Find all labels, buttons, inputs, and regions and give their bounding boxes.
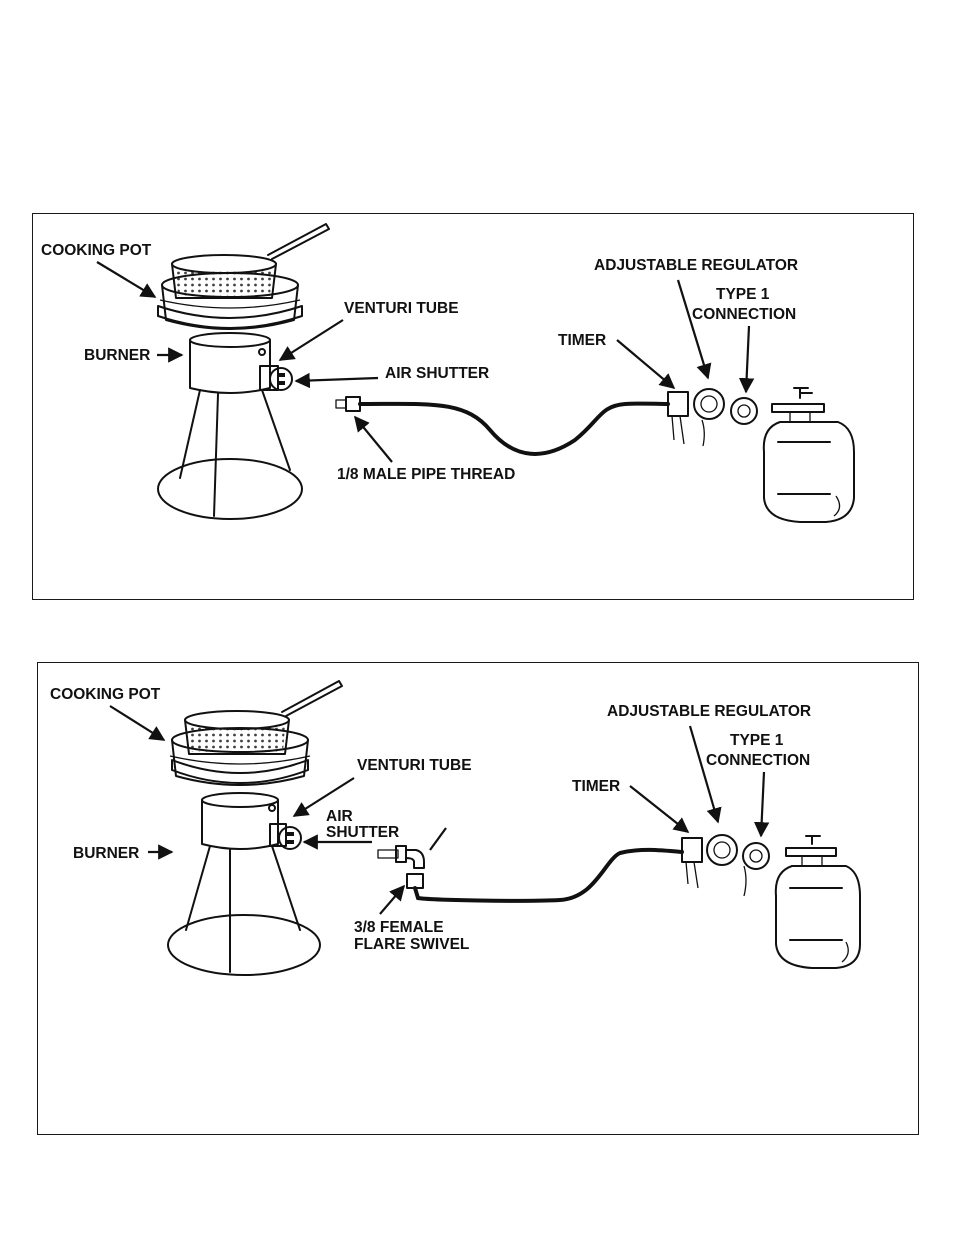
label-venturi-tube-2: VENTURI TUBE <box>357 757 472 774</box>
arrow-cooking-pot-2 <box>110 706 164 740</box>
label-venturi-tube-1: VENTURI TUBE <box>344 300 459 317</box>
label-female-line1-2: 3/8 FEMALE <box>354 919 444 936</box>
label-air-line1-2: AIR <box>326 808 353 825</box>
arrow-cooking-pot-1 <box>97 262 155 297</box>
hose-assembly-2 <box>378 846 682 901</box>
arrow-timer-2 <box>630 786 688 832</box>
label-type1-line2-1: CONNECTION <box>692 306 796 323</box>
label-cooking-pot-1: COOKING POT <box>41 242 152 259</box>
cooker-stand-2 <box>168 681 342 975</box>
cooker-stand-1 <box>158 224 329 519</box>
label-male-pipe-thread-1: 1/8 MALE PIPE THREAD <box>337 466 515 483</box>
propane-tank-2 <box>776 836 860 968</box>
label-female-line2-2: FLARE SWIVEL <box>354 936 469 953</box>
arrow-timer-1 <box>617 340 674 388</box>
arrow-elbow-2 <box>430 828 446 850</box>
label-burner-2: BURNER <box>73 845 139 862</box>
label-burner-1: BURNER <box>84 347 150 364</box>
label-cooking-pot-2: COOKING POT <box>50 686 161 703</box>
regulator-assembly-2 <box>682 835 769 896</box>
label-air-shutter-1: AIR SHUTTER <box>385 365 489 382</box>
arrow-adjustable-regulator-1 <box>678 280 708 378</box>
diagram-1: COOKING POT BURNER VENTURI TUBE AIR SHUT… <box>41 224 854 522</box>
regulator-assembly-1 <box>668 389 757 446</box>
label-type1-line1-2: TYPE 1 <box>730 732 784 749</box>
label-air-line2-2: SHUTTER <box>326 824 399 841</box>
propane-tank-1 <box>764 388 854 522</box>
arrow-venturi-tube-1 <box>280 320 343 360</box>
arrow-type1-connection-1 <box>746 326 749 392</box>
label-type1-line1-1: TYPE 1 <box>716 286 770 303</box>
arrow-female-flare-2 <box>380 886 404 914</box>
label-type1-line2-2: CONNECTION <box>706 752 810 769</box>
arrow-type1-connection-2 <box>761 772 764 836</box>
label-adjustable-regulator-2: ADJUSTABLE REGULATOR <box>607 703 811 720</box>
diagram-2: COOKING POT BURNER VENTURI TUBE AIR SHUT… <box>50 681 860 975</box>
arrow-air-shutter-1 <box>296 378 378 381</box>
label-adjustable-regulator-1: ADJUSTABLE REGULATOR <box>594 257 798 274</box>
hose-assembly-1 <box>336 397 668 454</box>
arrow-adjustable-regulator-2 <box>690 726 718 822</box>
label-timer-2: TIMER <box>572 778 620 795</box>
label-timer-1: TIMER <box>558 332 606 349</box>
arrow-male-pipe-thread-1 <box>355 417 392 462</box>
